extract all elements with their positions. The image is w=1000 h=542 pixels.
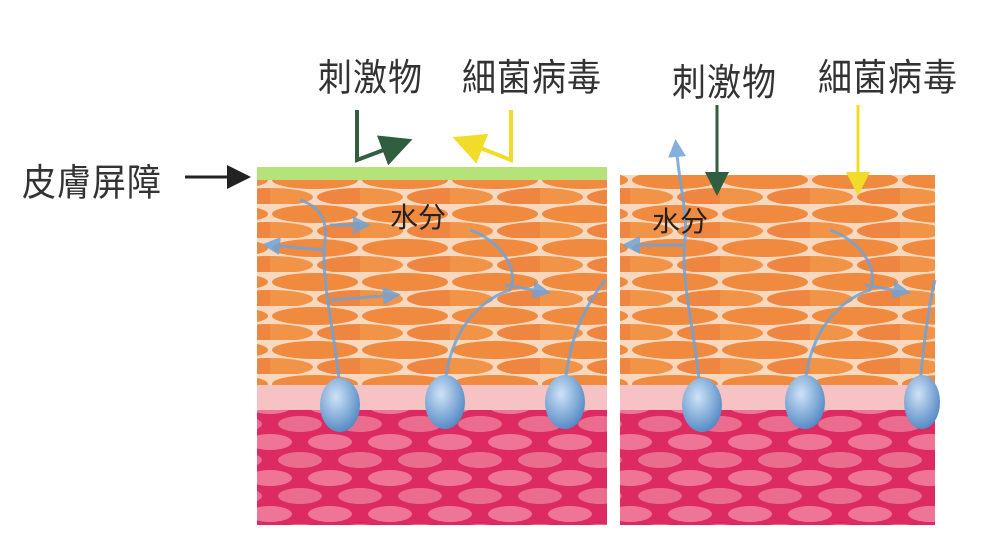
bacteria-virus-label-left: 細菌病毒 bbox=[462, 56, 602, 101]
moisture-label-right: 水分 bbox=[652, 205, 709, 238]
dermis-layer bbox=[257, 410, 607, 525]
sweat-glands bbox=[320, 375, 585, 432]
healthy-skin-panel bbox=[257, 167, 607, 525]
skin-barrier-label: 皮膚屏障 bbox=[22, 161, 162, 206]
water-channels-damaged bbox=[622, 139, 937, 391]
dermis-layer-damaged bbox=[620, 410, 935, 525]
water-channels bbox=[262, 198, 607, 391]
sweat-glands-damaged bbox=[682, 375, 940, 432]
damaged-skin-panel bbox=[620, 139, 940, 525]
irritant-label-left: 刺激物 bbox=[318, 56, 423, 101]
irritant-bounce-arrow bbox=[355, 110, 413, 166]
arrows bbox=[185, 105, 870, 196]
moisture-label-left: 水分 bbox=[390, 201, 447, 234]
bacteria-bounce-arrow bbox=[452, 110, 513, 164]
basal-layer-damaged bbox=[620, 385, 935, 410]
epidermis-layer-damaged bbox=[620, 175, 935, 385]
skin-barrier-layer bbox=[257, 167, 607, 180]
bacteria-virus-label-right: 細菌病毒 bbox=[818, 56, 958, 101]
irritant-label-right: 刺激物 bbox=[672, 61, 777, 106]
